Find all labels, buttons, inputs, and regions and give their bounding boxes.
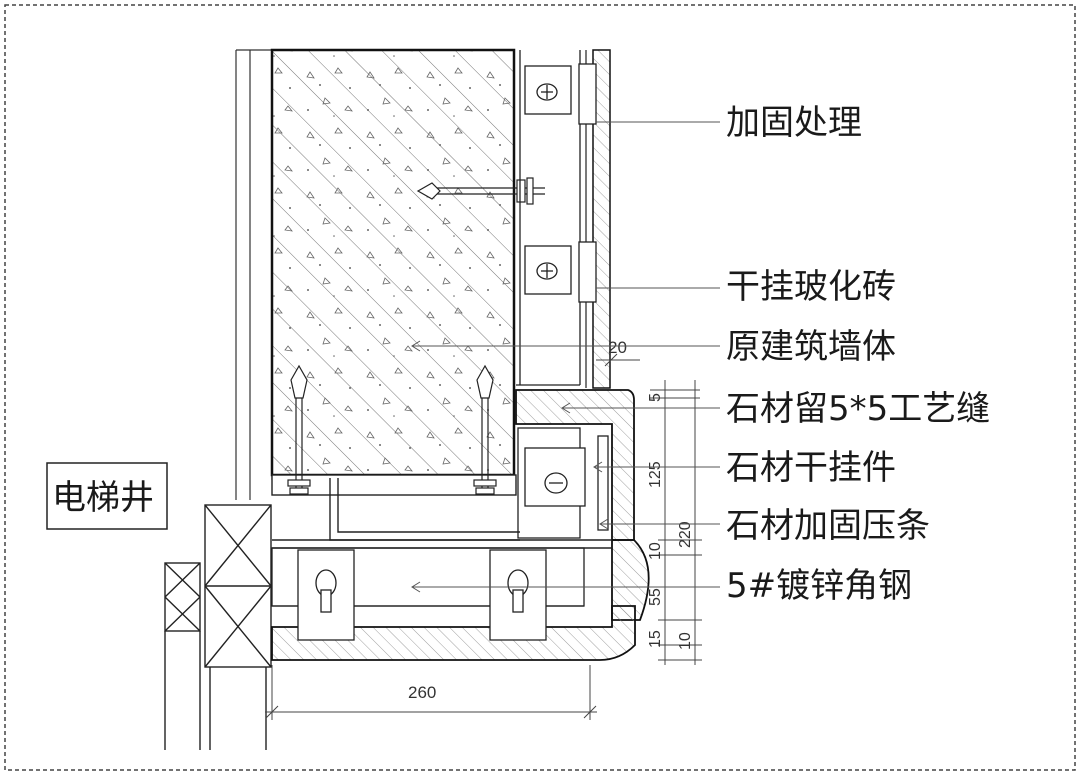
x-box-large [204,504,272,750]
callout-stone-seam: 石材留5*5工艺缝 [726,389,990,429]
stone-cladding [271,389,650,661]
dim-55: 55 [647,588,664,606]
callout-angle-steel: 5#镀锌角钢 [726,566,912,606]
wall-anchor-left [287,364,311,495]
dim-15: 15 [647,630,664,648]
drawing-border [4,4,1076,771]
expansion-bolt [416,177,545,205]
leader-lines [411,121,720,593]
x-box-small [164,562,201,750]
dimension-lines [265,353,702,720]
dim-10: 10 [647,542,664,560]
original-wall [270,48,516,477]
stone-hanger [517,427,609,539]
callout-reinforcement: 加固处理 [726,103,862,143]
elevator-shaft-label-box: 电梯井 [46,462,168,530]
elevator-shaft-label: 电梯井 [52,478,154,518]
callout-porcelain-tile: 干挂玻化砖 [726,267,896,307]
callout-stone-batten: 石材加固压条 [726,506,930,546]
dim-220: 220 [677,521,694,548]
tile-bracket-mid [524,241,597,303]
callout-stone-hanger: 石材干挂件 [726,448,896,488]
wall-anchor-right [473,364,497,495]
dim-20: 20 [608,338,627,357]
callout-original-wall: 原建筑墙体 [726,327,896,367]
porcelain-tile [585,49,611,389]
tile-bracket-top [524,63,597,125]
dim-125: 125 [647,461,664,488]
dim-5: 5 [647,393,664,402]
shaft-lines [235,49,273,500]
dim-10b: 10 [677,632,694,650]
lower-stone-panel [271,547,585,641]
dim-260: 260 [408,683,436,702]
